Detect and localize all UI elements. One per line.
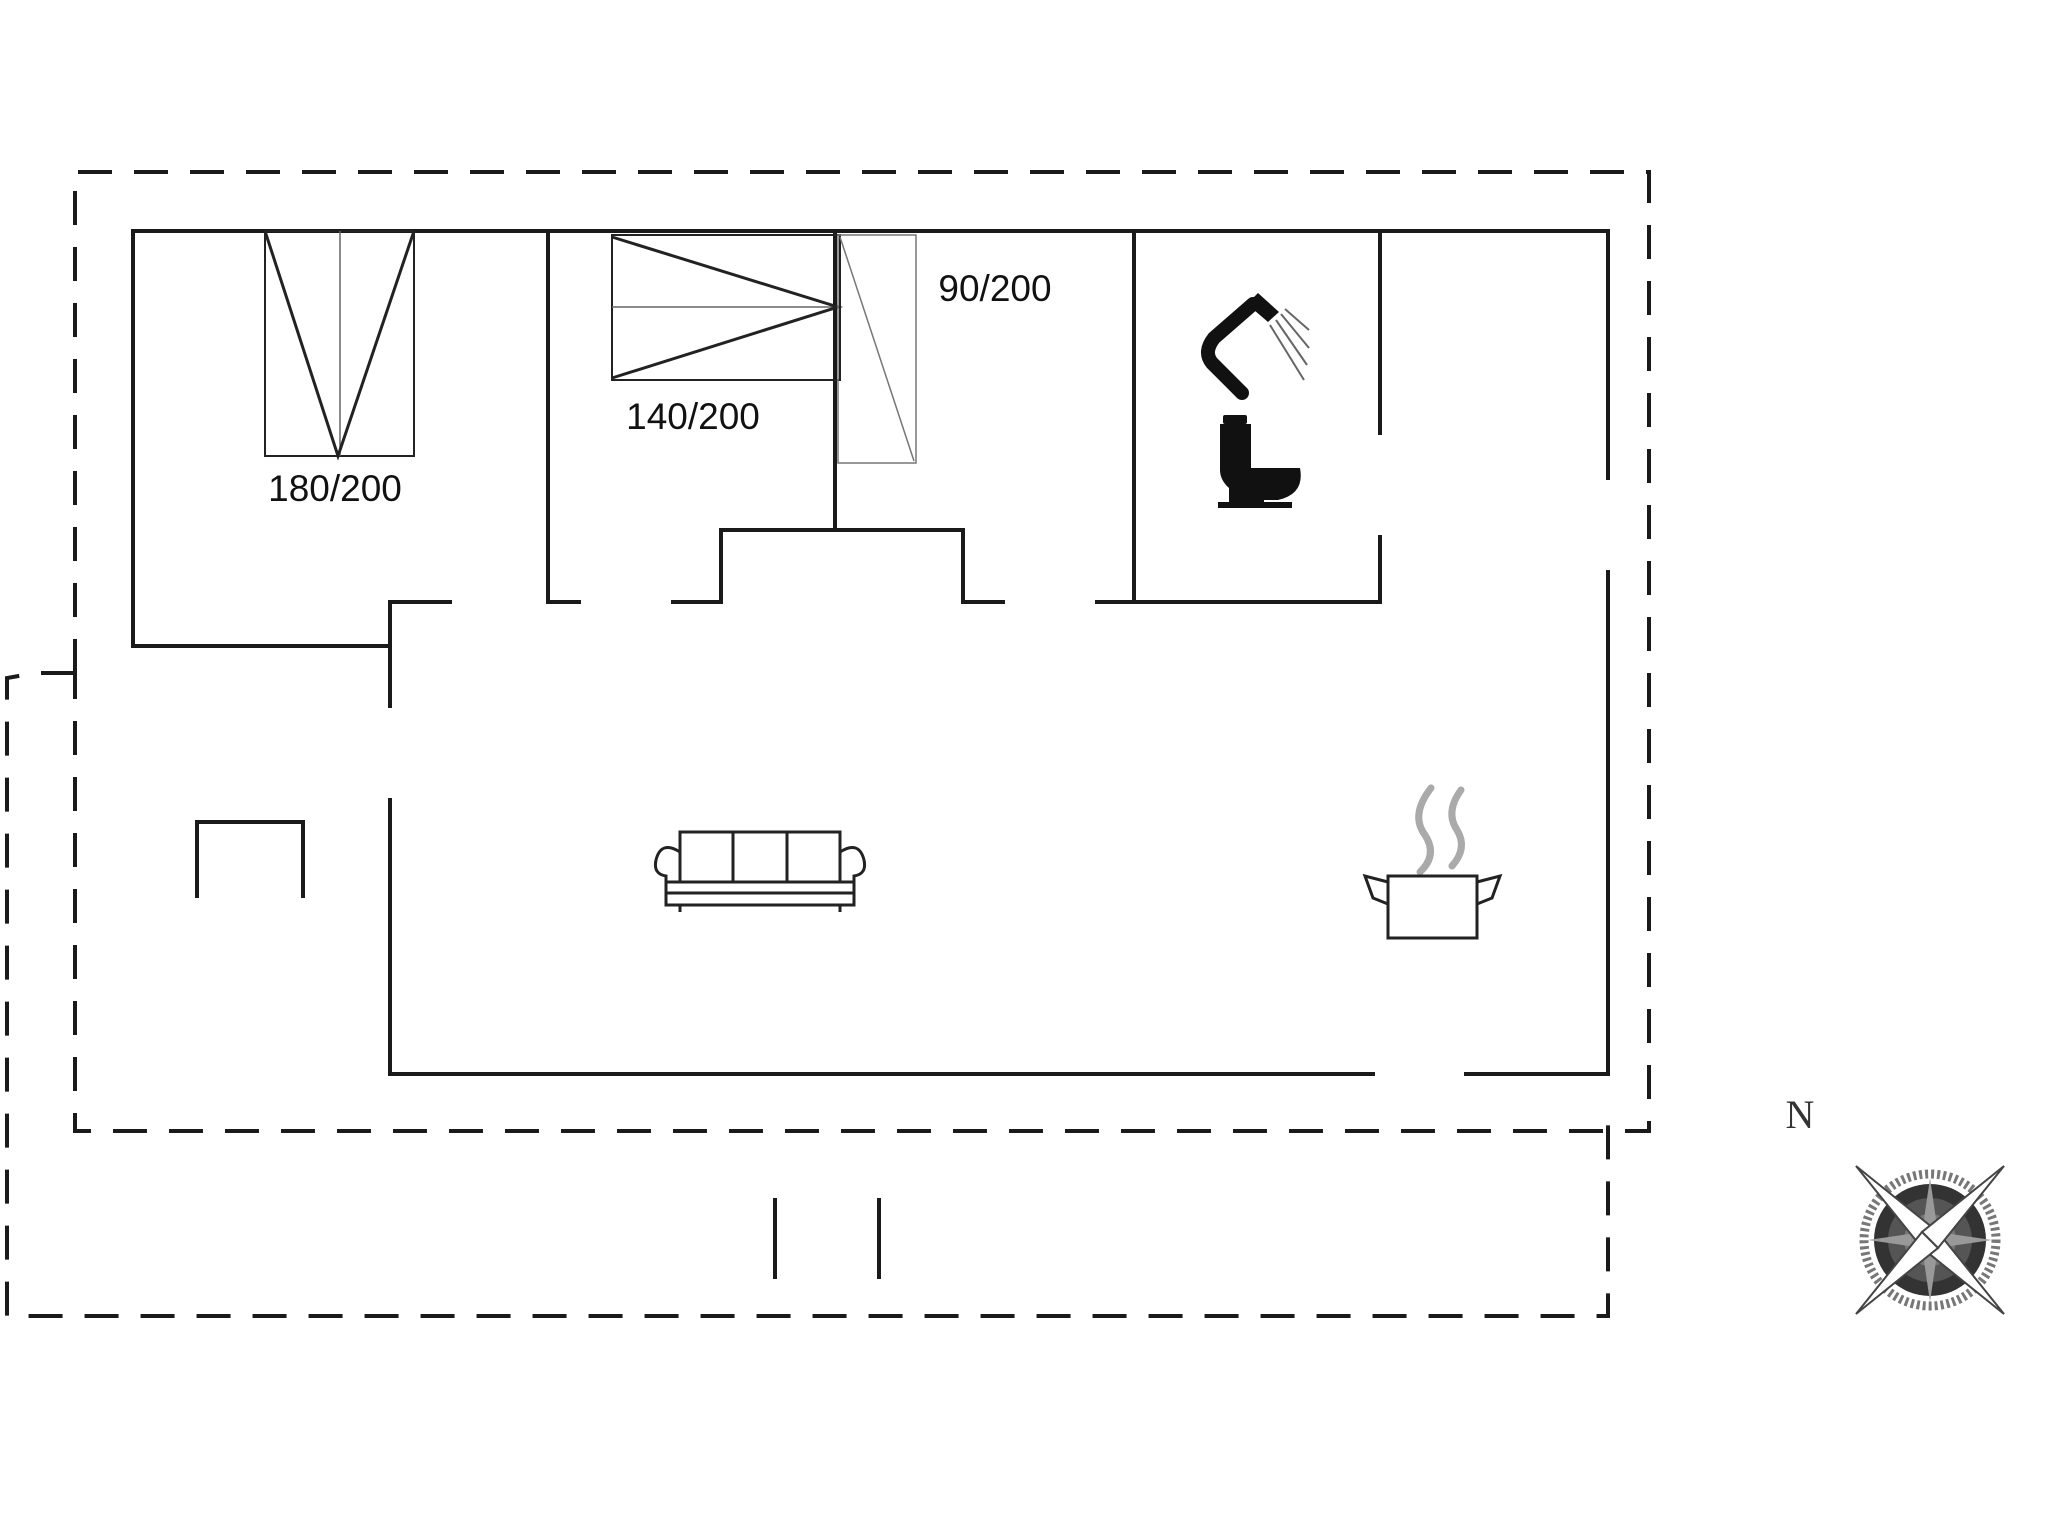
cooking-pot-icon xyxy=(1362,784,1503,940)
toilet-icon xyxy=(1218,415,1301,508)
shower-icon xyxy=(1201,293,1310,400)
bed-single-label: 90/200 xyxy=(938,268,1051,309)
roof-outline xyxy=(5,170,1651,1318)
bed-double-label: 140/200 xyxy=(626,396,760,437)
compass-rose-icon xyxy=(1855,1165,2005,1315)
bed-master-label: 180/200 xyxy=(268,468,402,509)
bed-master-icon xyxy=(263,230,416,461)
bed-single-icon xyxy=(837,234,917,464)
sofa-icon xyxy=(654,830,866,912)
walls xyxy=(131,229,1610,1279)
compass-north-label: N xyxy=(1786,1092,1815,1137)
bed-double-icon xyxy=(611,234,844,381)
